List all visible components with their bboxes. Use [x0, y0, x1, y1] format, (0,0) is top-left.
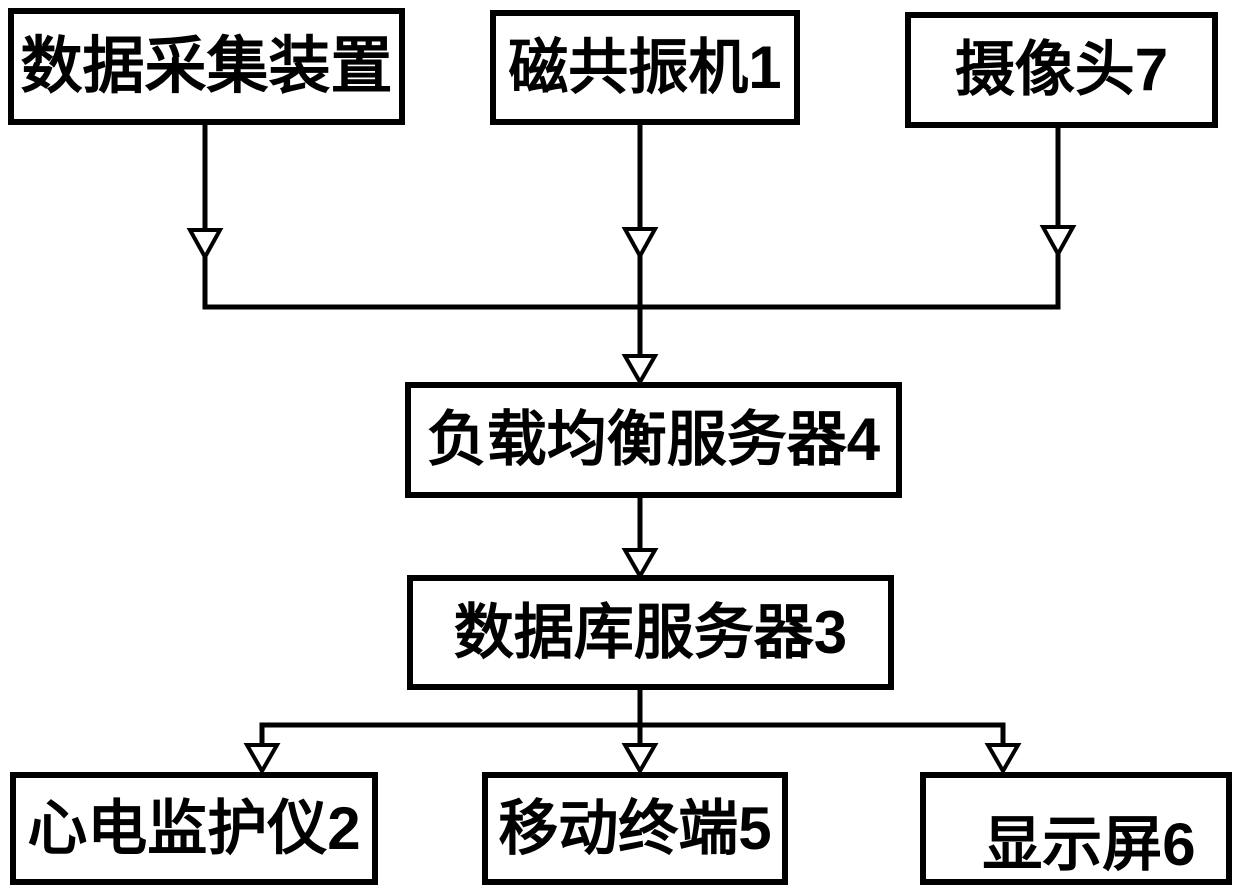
node-label: 移动终端5 [498, 794, 772, 862]
edge-mri-to-load-balancer [621, 122, 659, 387]
node-label: 心电监护仪2 [27, 794, 361, 862]
arrow-down-icon [621, 743, 659, 776]
node-data-collection-device: 数据采集装置 [8, 8, 405, 125]
node-label: 数据采集装置 [20, 31, 393, 101]
edge-database-to-ecg [243, 722, 281, 776]
node-ecg-monitor: 心电监护仪2 [10, 772, 378, 885]
arrow-down-icon [621, 227, 659, 261]
edge-database-to-mobile [621, 722, 659, 776]
edge-bottom-bus [259, 687, 1006, 728]
arrow-down-icon [1039, 225, 1077, 259]
edge-data-collection-to-load-balancer [186, 122, 224, 310]
node-label: 磁共振机1 [508, 33, 782, 101]
arrow-down-icon [984, 743, 1022, 776]
arrow-down-icon [621, 548, 659, 581]
node-mobile-terminal: 移动终端5 [482, 772, 788, 885]
edge-load-balancer-to-database [621, 495, 659, 581]
node-camera: 摄像头7 [905, 12, 1218, 128]
arrow-down-icon [243, 743, 281, 776]
node-mri-machine: 磁共振机1 [490, 10, 800, 125]
edge-camera-to-load-balancer [1039, 125, 1077, 310]
arrow-down-icon [621, 354, 659, 387]
node-display-screen: 显示屏6 [920, 772, 1232, 885]
node-label: 显示屏6 [982, 811, 1196, 878]
edge-database-to-display [984, 722, 1022, 776]
node-label: 负载均衡服务器4 [426, 406, 881, 473]
node-label: 摄像头7 [954, 36, 1169, 103]
arrow-down-icon [186, 228, 224, 262]
node-database-server: 数据库服务器3 [407, 575, 894, 690]
node-label: 数据库服务器3 [453, 598, 848, 666]
node-load-balancing-server: 负载均衡服务器4 [405, 382, 902, 498]
